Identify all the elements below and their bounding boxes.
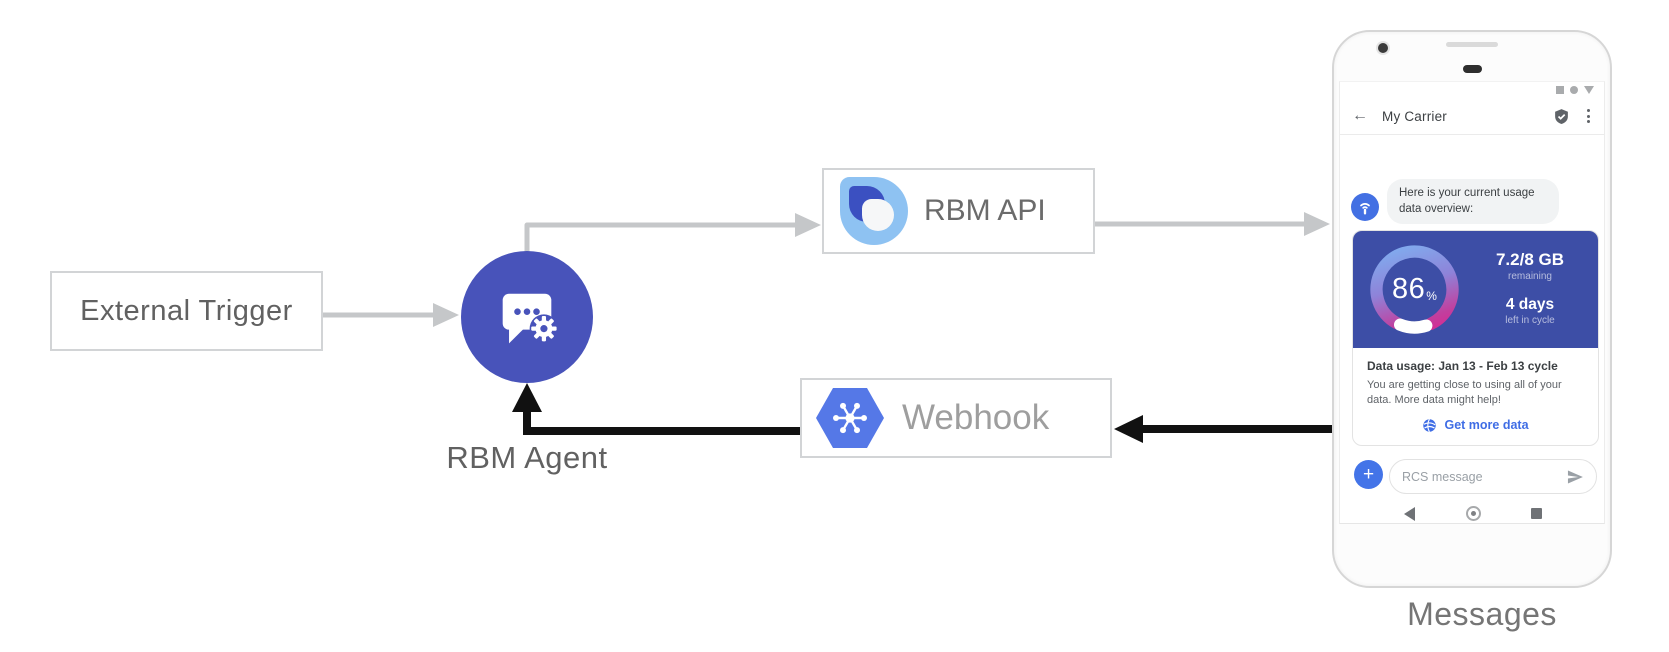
arrow-agent-to-api: [524, 222, 797, 253]
rbm-agent-node: [461, 251, 593, 383]
send-icon[interactable]: [1566, 468, 1584, 486]
webhook-label: Webhook: [902, 398, 1050, 437]
phone-mockup: ← My Carrier Here is your current usage: [1332, 30, 1612, 588]
rbm-api-label: RBM API: [924, 194, 1046, 227]
remaining-value: 7.2/8 GB: [1495, 250, 1565, 269]
camera-icon: [1378, 43, 1388, 53]
usage-stats: 7.2/8 GB remaining 4 days left in cycle: [1468, 250, 1592, 326]
usage-card: 86 % 7.2/8 GB remaining 4 days left in c…: [1352, 230, 1599, 446]
message-input-pill: [1389, 459, 1597, 494]
conversation-title: My Carrier: [1382, 108, 1447, 124]
rbm-api-box: RBM API: [822, 168, 1095, 254]
agent-avatar: [1351, 193, 1379, 221]
usage-title: Data usage: Jan 13 - Feb 13 cycle: [1367, 359, 1558, 373]
usage-body: You are getting close to using all of yo…: [1367, 378, 1584, 409]
days-label: left in cycle: [1505, 315, 1555, 326]
nav-home-icon[interactable]: [1466, 506, 1481, 521]
webhook-box: Webhook: [800, 378, 1112, 458]
plus-icon: +: [1362, 464, 1375, 485]
chat-bubble-gear-icon: [502, 293, 559, 344]
rcs-message-input[interactable]: [1402, 469, 1566, 484]
arrowhead-webhook-to-agent: [512, 383, 542, 412]
add-attachment-button[interactable]: +: [1354, 460, 1383, 489]
gauge-percent: 86 %: [1392, 273, 1437, 305]
arrowhead-api-to-phone: [1304, 212, 1330, 236]
rbm-agent-label: RBM Agent: [446, 440, 608, 475]
globe-icon: [1423, 418, 1437, 432]
status-triangle-icon: [1584, 86, 1594, 94]
status-circle-icon: [1570, 86, 1578, 94]
chat-message-line1: Here is your current usage: [1399, 187, 1535, 199]
rbm-api-logo-icon: [840, 177, 908, 245]
android-nav-bar: [1340, 506, 1604, 523]
arrow-webhook-to-agent: [523, 408, 800, 435]
app-bar: ← My Carrier: [1340, 98, 1604, 135]
pubsub-hexagon-icon: [816, 388, 884, 448]
usage-body-line2: More data might help!: [1394, 394, 1501, 407]
usage-body-line1: You are getting close to using all of yo…: [1367, 379, 1562, 407]
usage-gauge: 86 %: [1367, 242, 1462, 337]
external-trigger-label: External Trigger: [80, 294, 293, 327]
verified-badge-icon[interactable]: [1553, 108, 1570, 125]
arrowhead-trigger-to-agent: [433, 303, 459, 327]
usage-card-body: Data usage: Jan 13 - Feb 13 cycle You ar…: [1353, 348, 1598, 445]
remaining-label: remaining: [1508, 271, 1552, 282]
status-bar: [1556, 86, 1594, 94]
get-more-data-label: Get more data: [1444, 418, 1529, 433]
phone-screen: ← My Carrier Here is your current usage: [1339, 81, 1605, 524]
nav-back-icon[interactable]: [1404, 507, 1415, 521]
antenna-icon: [1360, 203, 1370, 215]
earpiece: [1463, 65, 1482, 73]
arrowhead-agent-to-api: [795, 213, 821, 237]
arrowhead-phone-to-webhook: [1114, 415, 1143, 443]
overflow-menu-icon[interactable]: [1585, 107, 1592, 125]
back-arrow-icon[interactable]: ←: [1352, 107, 1368, 124]
external-trigger-box: External Trigger: [50, 271, 323, 351]
days-value: 4 days: [1505, 296, 1555, 313]
get-more-data-button[interactable]: Get more data: [1367, 418, 1584, 433]
messages-caption: Messages: [1407, 596, 1557, 632]
usage-card-header: 86 % 7.2/8 GB remaining 4 days left in c…: [1353, 231, 1598, 348]
chat-message-line2: data overview:: [1399, 202, 1474, 215]
speaker-slot: [1446, 42, 1498, 47]
chat-message-bubble: Here is your current usage data overview…: [1387, 179, 1559, 225]
nav-recents-icon[interactable]: [1531, 508, 1542, 519]
status-square-icon: [1556, 86, 1564, 94]
